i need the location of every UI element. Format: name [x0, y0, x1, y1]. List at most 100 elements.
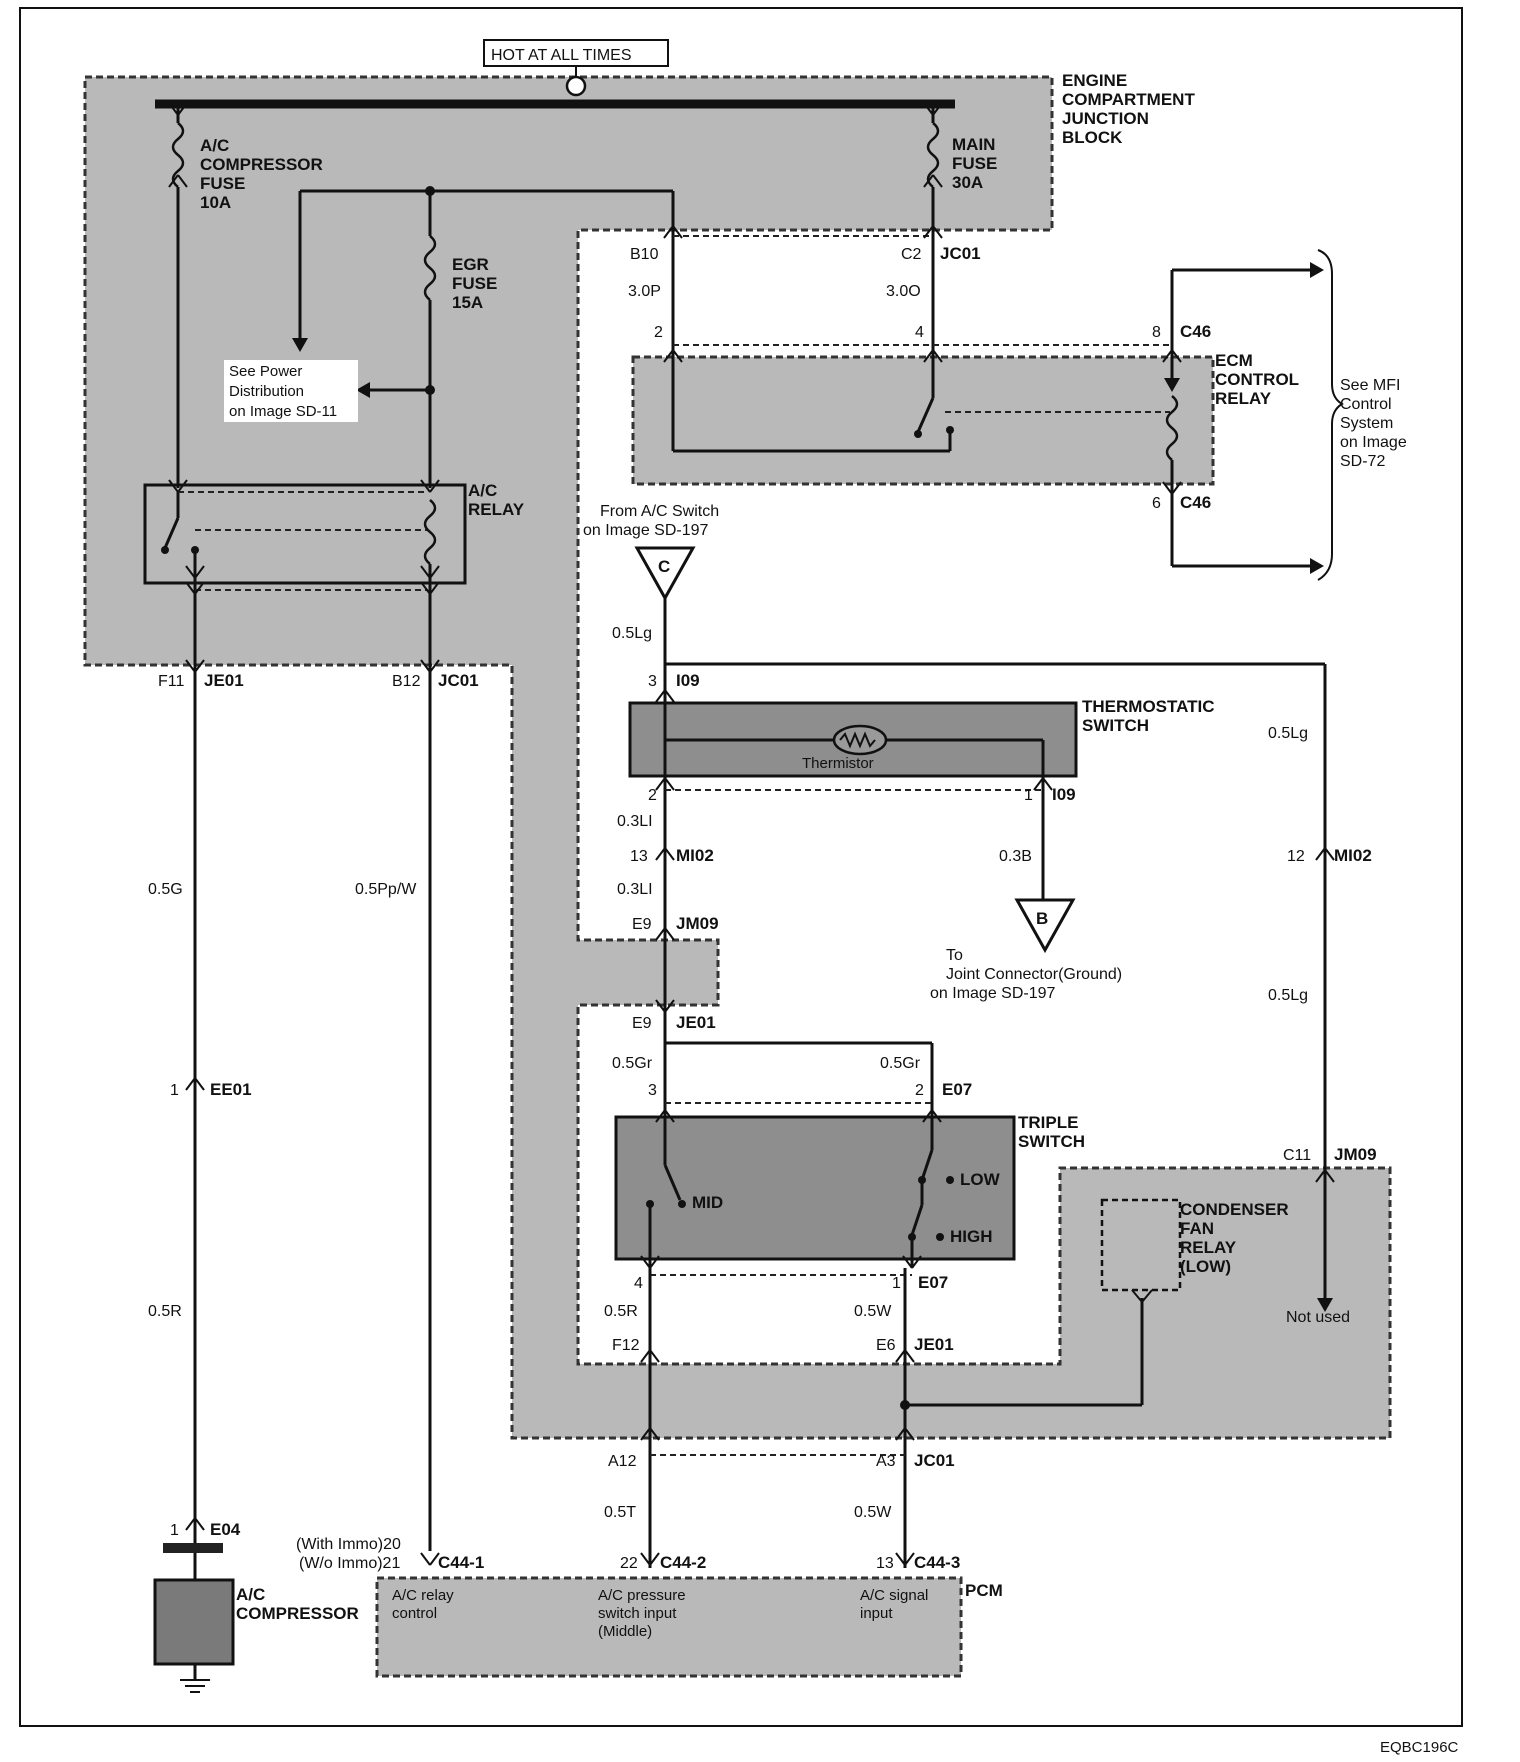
- label-line: Joint Connector(Ground): [946, 966, 1122, 983]
- thermistor-zigzag: [839, 731, 876, 749]
- label-line: A/C pressure: [598, 1587, 686, 1604]
- switch-contact: [920, 1149, 934, 1181]
- connector-chevron: [895, 1349, 915, 1363]
- label-line: COMPARTMENT: [1062, 90, 1195, 109]
- pin-label: 13: [630, 848, 648, 865]
- not-used-label: Not used: [1286, 1309, 1350, 1326]
- with-immo-label: (With Immo)20: [296, 1536, 401, 1553]
- thermistor-label: Thermistor: [802, 755, 874, 772]
- label-line: input: [860, 1605, 893, 1622]
- label-line: FUSE: [452, 274, 497, 293]
- connector-chevron: [420, 479, 440, 493]
- triple-switch-box: [614, 1115, 1016, 1261]
- label-line: SWITCH: [1018, 1132, 1085, 1151]
- wire-code: 0.5R: [148, 1303, 182, 1320]
- pcm-signal-input-label: A/C signal input: [860, 1587, 928, 1622]
- label-line: control: [392, 1605, 437, 1622]
- arrow-down: [1317, 1298, 1333, 1312]
- label-line: BLOCK: [1062, 128, 1123, 147]
- connector-chevron: [655, 689, 675, 703]
- pin-label: 1: [892, 1275, 901, 1292]
- label-line: To: [946, 947, 963, 964]
- wire-code: 0.5Lg: [1268, 725, 1308, 742]
- connector-c-label: C: [658, 557, 670, 576]
- label-line: A/C relay: [392, 1587, 454, 1604]
- thermostatic-label: THERMOSTATIC SWITCH: [1082, 697, 1215, 735]
- label-line: JUNCTION: [1062, 109, 1149, 128]
- egr-fuse-symbol: [423, 235, 437, 301]
- connector-label: MI02: [676, 846, 714, 865]
- connector-label: C44-1: [438, 1553, 484, 1572]
- wire-code: 0.3B: [999, 848, 1032, 865]
- connector-chevron: [420, 1552, 440, 1566]
- label-line: A/C: [468, 481, 497, 500]
- label-line: MAIN: [952, 135, 995, 154]
- wire-codes: 3.0P 3.0O 0.5Lg 0.5Lg 0.5Lg 0.3LI 0.3LI …: [148, 283, 1308, 1521]
- label-line: Distribution: [229, 383, 304, 400]
- connector-label: MI02: [1334, 846, 1372, 865]
- label-line: A/C signal: [860, 1587, 928, 1604]
- connector-chevron: [1131, 1289, 1153, 1304]
- connector-label: I09: [676, 671, 700, 690]
- wire-code: 0.5T: [604, 1504, 636, 1521]
- pin-label: 1: [1024, 787, 1033, 804]
- pin-label: E9: [632, 916, 652, 933]
- junction-block-label: ENGINE COMPARTMENT JUNCTION BLOCK: [1062, 71, 1195, 147]
- connector-label: JE01: [914, 1335, 954, 1354]
- label-line: 30A: [952, 173, 983, 192]
- connector-chevron: [923, 349, 943, 363]
- main-fuse-label: MAIN FUSE 30A: [952, 135, 997, 192]
- pin-label: E9: [632, 1015, 652, 1032]
- connector-chevron: [185, 659, 205, 673]
- connector-chevron: [655, 1109, 675, 1123]
- pin-label: 4: [634, 1275, 643, 1292]
- pin-label: F11: [158, 673, 184, 690]
- label-line: A/C: [200, 136, 229, 155]
- connector-chevron: [185, 1077, 205, 1091]
- connector-label: EE01: [210, 1080, 252, 1099]
- label-line: on Image: [1340, 434, 1407, 451]
- hot-label: HOT AT ALL TIMES: [491, 47, 632, 64]
- low-label: LOW: [960, 1170, 1001, 1189]
- ac-relay-box: [143, 483, 467, 585]
- label-line: COMPRESSOR: [200, 155, 323, 174]
- connector-label: JC01: [940, 244, 981, 263]
- wire-code: 0.5Gr: [880, 1055, 921, 1072]
- label-line: 15A: [452, 293, 483, 312]
- connector-chevron: [663, 225, 683, 239]
- pin-label: 1: [170, 1082, 179, 1099]
- connector-chevron: [1315, 847, 1335, 861]
- pin-label: 8: [1152, 324, 1161, 341]
- connector-label: JC01: [438, 671, 479, 690]
- label-line: SWITCH: [1082, 716, 1149, 735]
- label-line: See Power: [229, 363, 302, 380]
- connector-chevron: [1315, 1169, 1335, 1183]
- connector-label: JM09: [1334, 1145, 1377, 1164]
- wire-code: 0.5Lg: [612, 625, 652, 642]
- connector-chevron: [655, 847, 675, 861]
- connector-chevron: [640, 1349, 660, 1363]
- see-power-box: [224, 360, 358, 422]
- connector-b-triangle: [1014, 898, 1076, 954]
- high-label: HIGH: [950, 1227, 993, 1246]
- label-line: CONDENSER: [1180, 1200, 1289, 1219]
- label-line: FAN: [1180, 1219, 1214, 1238]
- connector-label: JM09: [676, 914, 719, 933]
- label-line: See MFI: [1340, 377, 1400, 394]
- label-line: (LOW): [1180, 1257, 1231, 1276]
- arrow-right: [1310, 262, 1324, 278]
- connector-chevron: [640, 1552, 660, 1566]
- mid-label: MID: [692, 1193, 723, 1212]
- ac-relay-label: A/C RELAY: [468, 481, 525, 519]
- pin-label: C11: [1283, 1147, 1311, 1164]
- label-line: switch input: [598, 1605, 677, 1622]
- connector-chevron: [655, 927, 675, 941]
- label-line: ENGINE: [1062, 71, 1127, 90]
- wire-code: 0.5Lg: [1268, 987, 1308, 1004]
- to-joint-label: To Joint Connector(Ground) on Image SD-1…: [930, 947, 1122, 1002]
- connector-b-label: B: [1036, 909, 1048, 928]
- connector-label: C44-3: [914, 1553, 960, 1572]
- connector-chevron: [185, 1517, 205, 1531]
- ac-relay-coil: [423, 499, 437, 565]
- label-line: on Image SD-197: [930, 985, 1056, 1002]
